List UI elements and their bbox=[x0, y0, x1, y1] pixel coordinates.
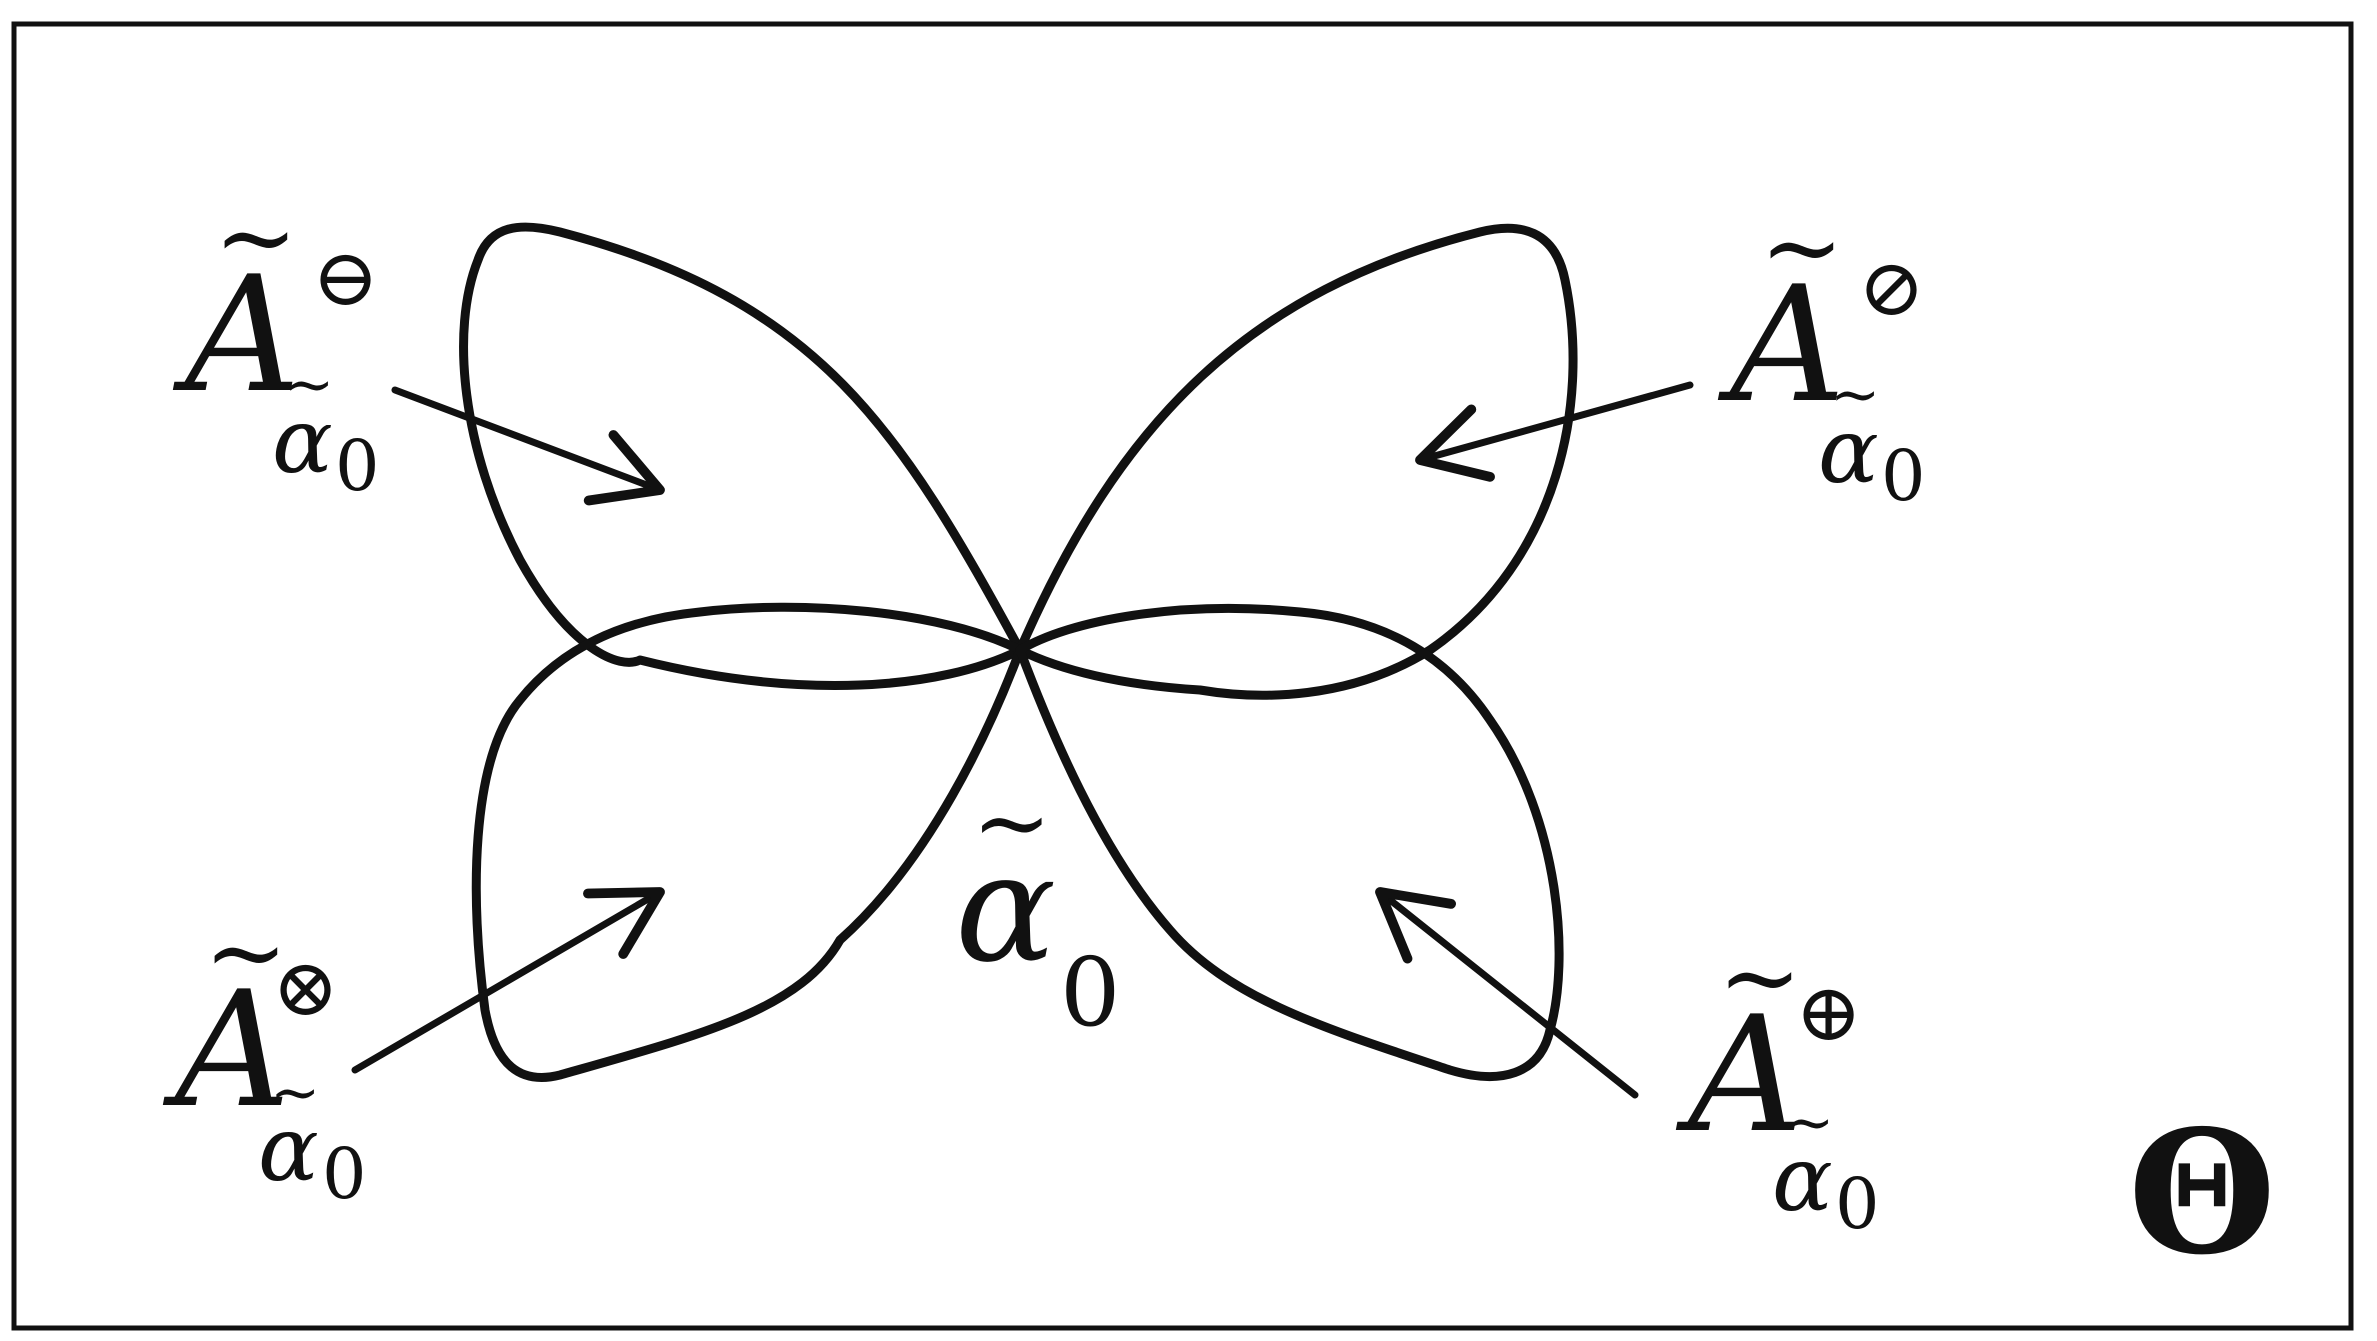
label-top-right-superscript: ⊘ bbox=[1858, 241, 1925, 334]
label-top-left-sub-tilde: ~ bbox=[284, 350, 334, 420]
petal-upper-right bbox=[1015, 223, 1578, 700]
label-bottom-right-superscript: ⊕ bbox=[1795, 966, 1862, 1059]
label-top-right-sub-index: 0 bbox=[1881, 435, 1926, 517]
center-label-base: α bbox=[955, 822, 1056, 996]
label-top-left-sub-base: α bbox=[272, 389, 333, 494]
label-bottom-right-sub-tilde: ~ bbox=[1784, 1088, 1834, 1158]
label-bottom-right-sub-base: α bbox=[1772, 1127, 1833, 1232]
label-bottom-left-base: A bbox=[162, 956, 291, 1143]
label-bottom-right-sub-index: 0 bbox=[1835, 1163, 1880, 1245]
label-top-left-sub-index: 0 bbox=[335, 425, 380, 507]
label-top-left-tilde: ~ bbox=[214, 179, 298, 296]
label-top-left: A ~ ⊖ α ~ 0 bbox=[172, 179, 380, 507]
center-label: α ~ 0 bbox=[955, 768, 1120, 1048]
arrow-top-right bbox=[1415, 381, 1694, 482]
label-bottom-left-superscript: ⊗ bbox=[272, 941, 339, 1034]
petal-upper-left bbox=[459, 222, 1025, 690]
label-bottom-left-sub-tilde: ~ bbox=[270, 1058, 320, 1128]
petal-lower-right bbox=[1015, 603, 1564, 1081]
label-bottom-right-base: A bbox=[1675, 981, 1804, 1168]
frame-label: Θ bbox=[2128, 1093, 2276, 1293]
label-top-right-base: A bbox=[1717, 251, 1846, 438]
label-top-right-sub-tilde: ~ bbox=[1830, 360, 1880, 430]
arrow-top-left bbox=[391, 386, 665, 506]
label-bottom-left-sub-index: 0 bbox=[322, 1133, 367, 1215]
label-top-left-base: A bbox=[172, 241, 301, 428]
label-top-right-sub-base: α bbox=[1818, 399, 1879, 504]
label-top-left-superscript: ⊖ bbox=[312, 231, 379, 324]
center-label-tilde: ~ bbox=[972, 768, 1052, 878]
label-bottom-left-sub-base: α bbox=[258, 1097, 319, 1202]
label-top-right: A ~ ⊘ α ~ 0 bbox=[1717, 189, 1926, 517]
arrow-bottom-left bbox=[351, 887, 665, 1074]
label-top-right-tilde: ~ bbox=[1760, 189, 1844, 306]
label-bottom-right-tilde: ~ bbox=[1718, 919, 1802, 1036]
petal-lower-left bbox=[471, 602, 1025, 1082]
label-bottom-right: A ~ ⊕ α ~ 0 bbox=[1675, 919, 1880, 1245]
frame-border bbox=[11, 21, 2354, 1331]
label-bottom-left-tilde: ~ bbox=[204, 894, 288, 1011]
center-label-subscript: 0 bbox=[1060, 938, 1120, 1048]
label-bottom-left: A ~ ⊗ α ~ 0 bbox=[162, 894, 367, 1215]
arrow-bottom-right bbox=[1375, 887, 1639, 1099]
